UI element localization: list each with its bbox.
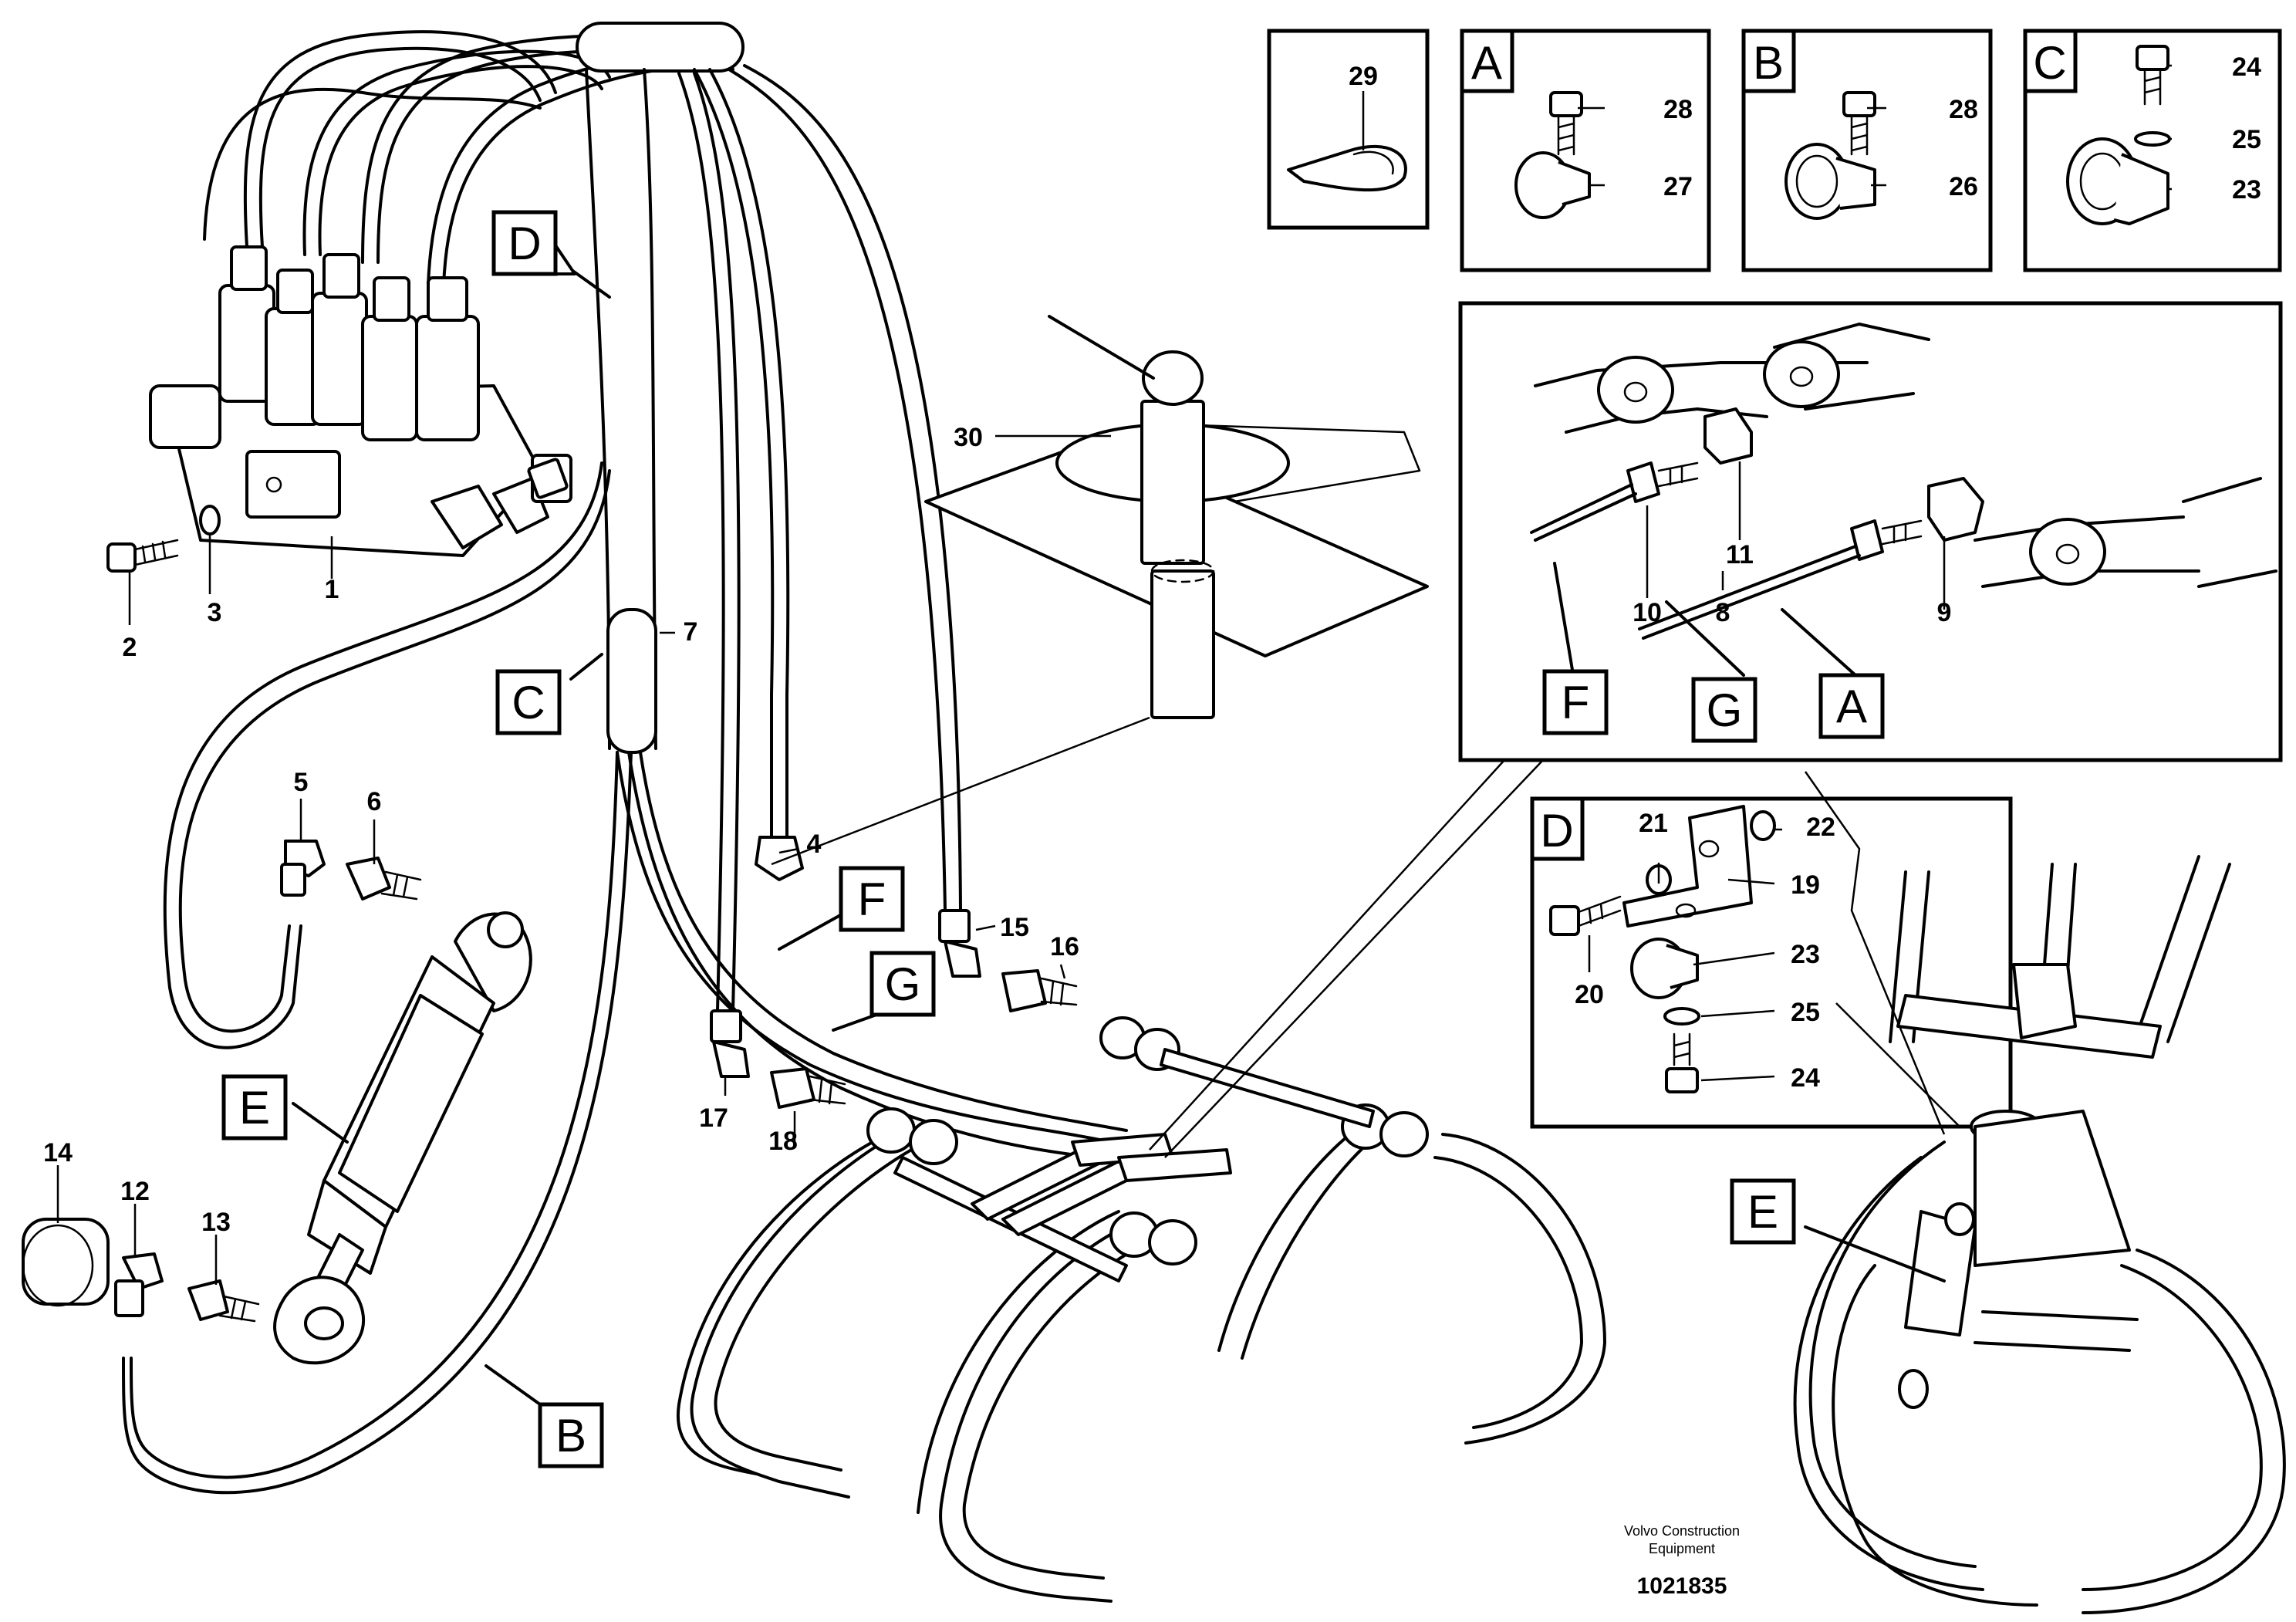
letter-label-E-small: E [1730, 1178, 1796, 1245]
callout-27: 27 [1663, 172, 1693, 201]
callout-5: 5 [294, 768, 309, 797]
leaders [56, 64, 2172, 1285]
inset-29 [1267, 29, 1430, 230]
callout-15: 15 [1000, 913, 1029, 942]
inset-B-letter: B [1753, 37, 1784, 89]
callout-21: 21 [1639, 809, 1668, 838]
callout-9: 9 [1937, 598, 1952, 627]
callout-24: 24 [1791, 1063, 1820, 1093]
letter-F-text: F [858, 874, 886, 925]
letter-label-G-inset: G [1691, 677, 1757, 743]
letter-label-F-inset: F [1542, 669, 1609, 735]
inset-D-letter: D [1540, 805, 1573, 857]
callout-23-inset-C: 23 [2232, 175, 2261, 204]
inset-C-letter: C [2033, 37, 2066, 89]
fitting-5 [280, 840, 326, 897]
grapple-small-view [1793, 771, 2286, 1614]
callout-20: 20 [1575, 980, 1604, 1009]
drawing-number: 1021835 [1637, 1573, 1727, 1599]
letter-B-text: B [555, 1410, 586, 1461]
fitting-18 [770, 1067, 846, 1109]
letter-label-E: E [221, 1074, 288, 1140]
callout-22: 22 [1806, 813, 1835, 842]
letter-D-text: D [508, 218, 541, 269]
inset-A-letter: A [1471, 37, 1502, 89]
letter-label-F: F [839, 866, 905, 932]
valve-block [149, 245, 572, 557]
fitting-12 [114, 1252, 164, 1317]
fitting-15 [938, 909, 981, 978]
callout-28-inset-A: 28 [1663, 95, 1693, 124]
letter-E-text: E [239, 1082, 270, 1134]
callout-3: 3 [208, 598, 222, 627]
callout-13: 13 [201, 1208, 231, 1237]
grapple [676, 1016, 1606, 1603]
callout-1: 1 [325, 575, 339, 604]
inset-B [1741, 29, 1993, 272]
callout-12: 12 [120, 1177, 150, 1206]
letter-C-text: C [512, 677, 545, 728]
callout-8: 8 [1716, 598, 1730, 627]
callout-6: 6 [367, 787, 382, 816]
inset-D [1530, 796, 2013, 1129]
callout-10: 10 [1633, 598, 1662, 627]
callout-11: 11 [1726, 540, 1754, 569]
letter-label-C: C [495, 669, 562, 735]
fitting-16 [1001, 969, 1078, 1012]
callout-19: 19 [1791, 870, 1820, 900]
callout-25-inset-C: 25 [2232, 125, 2261, 154]
fitting-6 [346, 857, 422, 901]
callout-28-inset-B: 28 [1949, 95, 1978, 124]
letter-G-text: G [885, 958, 921, 1010]
mount-plate-30 [771, 315, 1429, 866]
letter-label-D: D [491, 210, 558, 276]
letter-A-inset-text: A [1836, 681, 1867, 732]
inset-A [1460, 29, 1711, 272]
callout-25: 25 [1791, 998, 1820, 1027]
hose-bundle [122, 22, 1128, 1495]
letter-G-inset-text: G [1707, 684, 1743, 736]
callout-24-inset-C: 24 [2232, 52, 2261, 82]
callout-16: 16 [1050, 932, 1079, 961]
letter-label-A-inset: A [1818, 673, 1885, 739]
fitting-17 [710, 1009, 750, 1078]
letter-E-small-text: E [1747, 1186, 1778, 1238]
sleeve-14 [22, 1218, 110, 1306]
inset-C [2023, 29, 2282, 272]
callout-numbers: 1 2 3 4 5 6 7 8 9 10 11 12 13 14 15 16 1… [43, 52, 2261, 1237]
hydraulic-cylinder [273, 911, 532, 1365]
callout-2: 2 [123, 633, 137, 662]
callout-26: 26 [1949, 172, 1978, 201]
credit-line-1: Volvo Construction [1624, 1523, 1740, 1539]
letter-F-inset-text: F [1562, 677, 1590, 728]
fitting-4 [755, 836, 804, 881]
washer-3 [199, 505, 221, 536]
callout-30: 30 [954, 423, 983, 452]
credit-line-2: Equipment [1649, 1541, 1715, 1556]
letter-label-G: G [869, 951, 936, 1017]
callout-23: 23 [1791, 940, 1820, 969]
letter-label-B: B [538, 1402, 604, 1468]
callout-29: 29 [1349, 62, 1378, 91]
callout-17: 17 [699, 1103, 728, 1133]
bolt-2 [106, 539, 179, 573]
fitting-13 [187, 1279, 260, 1323]
callout-7: 7 [684, 617, 698, 647]
callout-18: 18 [768, 1127, 798, 1156]
callout-4: 4 [807, 830, 822, 859]
callout-14: 14 [43, 1138, 73, 1168]
